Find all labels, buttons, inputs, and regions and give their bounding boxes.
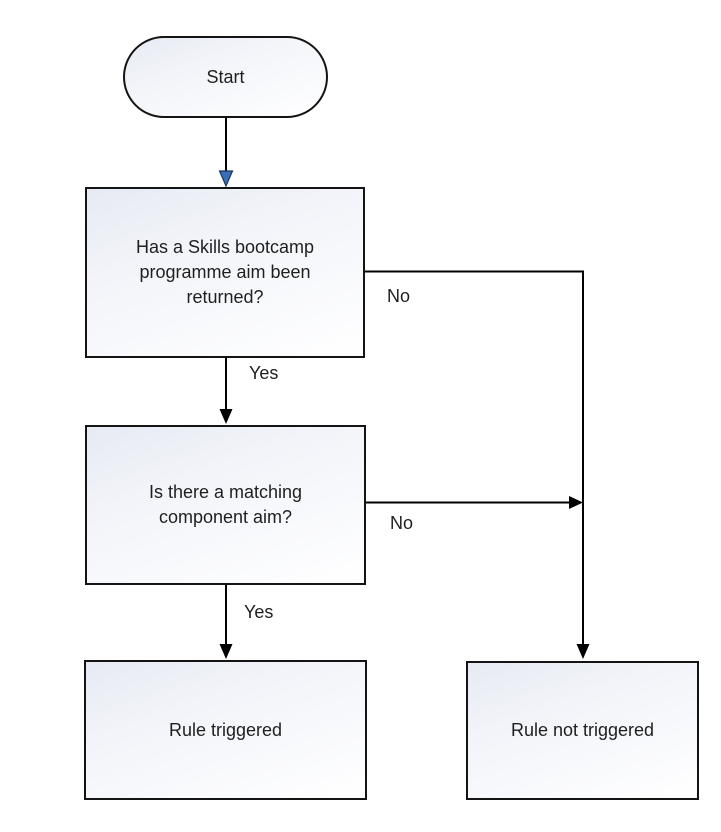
arrowhead-q1-yes-icon <box>219 409 233 424</box>
node-question-programme-aim-label: Has a Skills bootcamp programme aim been… <box>135 237 315 307</box>
node-rule-triggered-label: Rule triggered <box>168 719 283 740</box>
node-start: Start <box>123 36 328 118</box>
node-question-component-aim-label: Is there a matching component aim? <box>148 482 303 527</box>
edge-label-q2-yes: Yes <box>244 602 274 622</box>
node-question-programme-aim: Has a Skills bootcamp programme aim been… <box>85 187 365 358</box>
arrowhead-q2-no-icon <box>569 496 583 509</box>
edge-label-q1-no: No <box>387 286 411 306</box>
edge-label-q2-no: No <box>390 513 414 533</box>
arrowhead-start-to-q1-icon <box>218 170 234 188</box>
arrowhead-q1-no-icon <box>576 644 590 659</box>
node-rule-triggered: Rule triggered <box>84 660 367 800</box>
edge-q1-no-to-rule-not-triggered <box>365 270 584 645</box>
node-rule-not-triggered: Rule not triggered <box>466 661 699 800</box>
arrowhead-q2-yes-icon <box>219 644 233 659</box>
node-question-component-aim: Is there a matching component aim? <box>85 425 366 585</box>
node-rule-not-triggered-label: Rule not triggered <box>510 720 655 740</box>
node-start-label: Start <box>206 66 245 87</box>
edge-label-q1-yes: Yes <box>249 363 279 383</box>
